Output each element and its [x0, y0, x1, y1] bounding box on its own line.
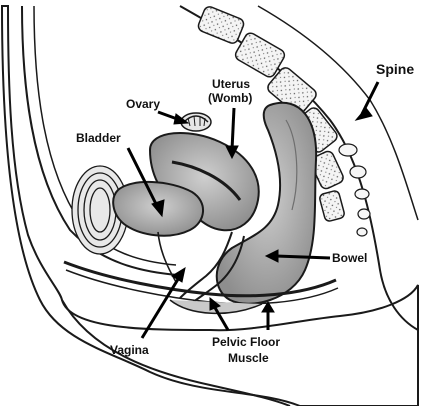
label-ovary: Ovary	[126, 97, 160, 111]
label-bowel: Bowel	[332, 251, 367, 265]
label-womb: (Womb)	[208, 91, 252, 105]
sacrum-segments	[339, 144, 370, 236]
label-spine: Spine	[376, 61, 414, 77]
label-pelvic-floor: Pelvic Floor	[212, 335, 280, 349]
label-bladder: Bladder	[76, 131, 121, 145]
label-muscle: Muscle	[228, 351, 269, 365]
label-vagina: Vagina	[110, 343, 149, 357]
label-uterus: Uterus	[212, 77, 250, 91]
